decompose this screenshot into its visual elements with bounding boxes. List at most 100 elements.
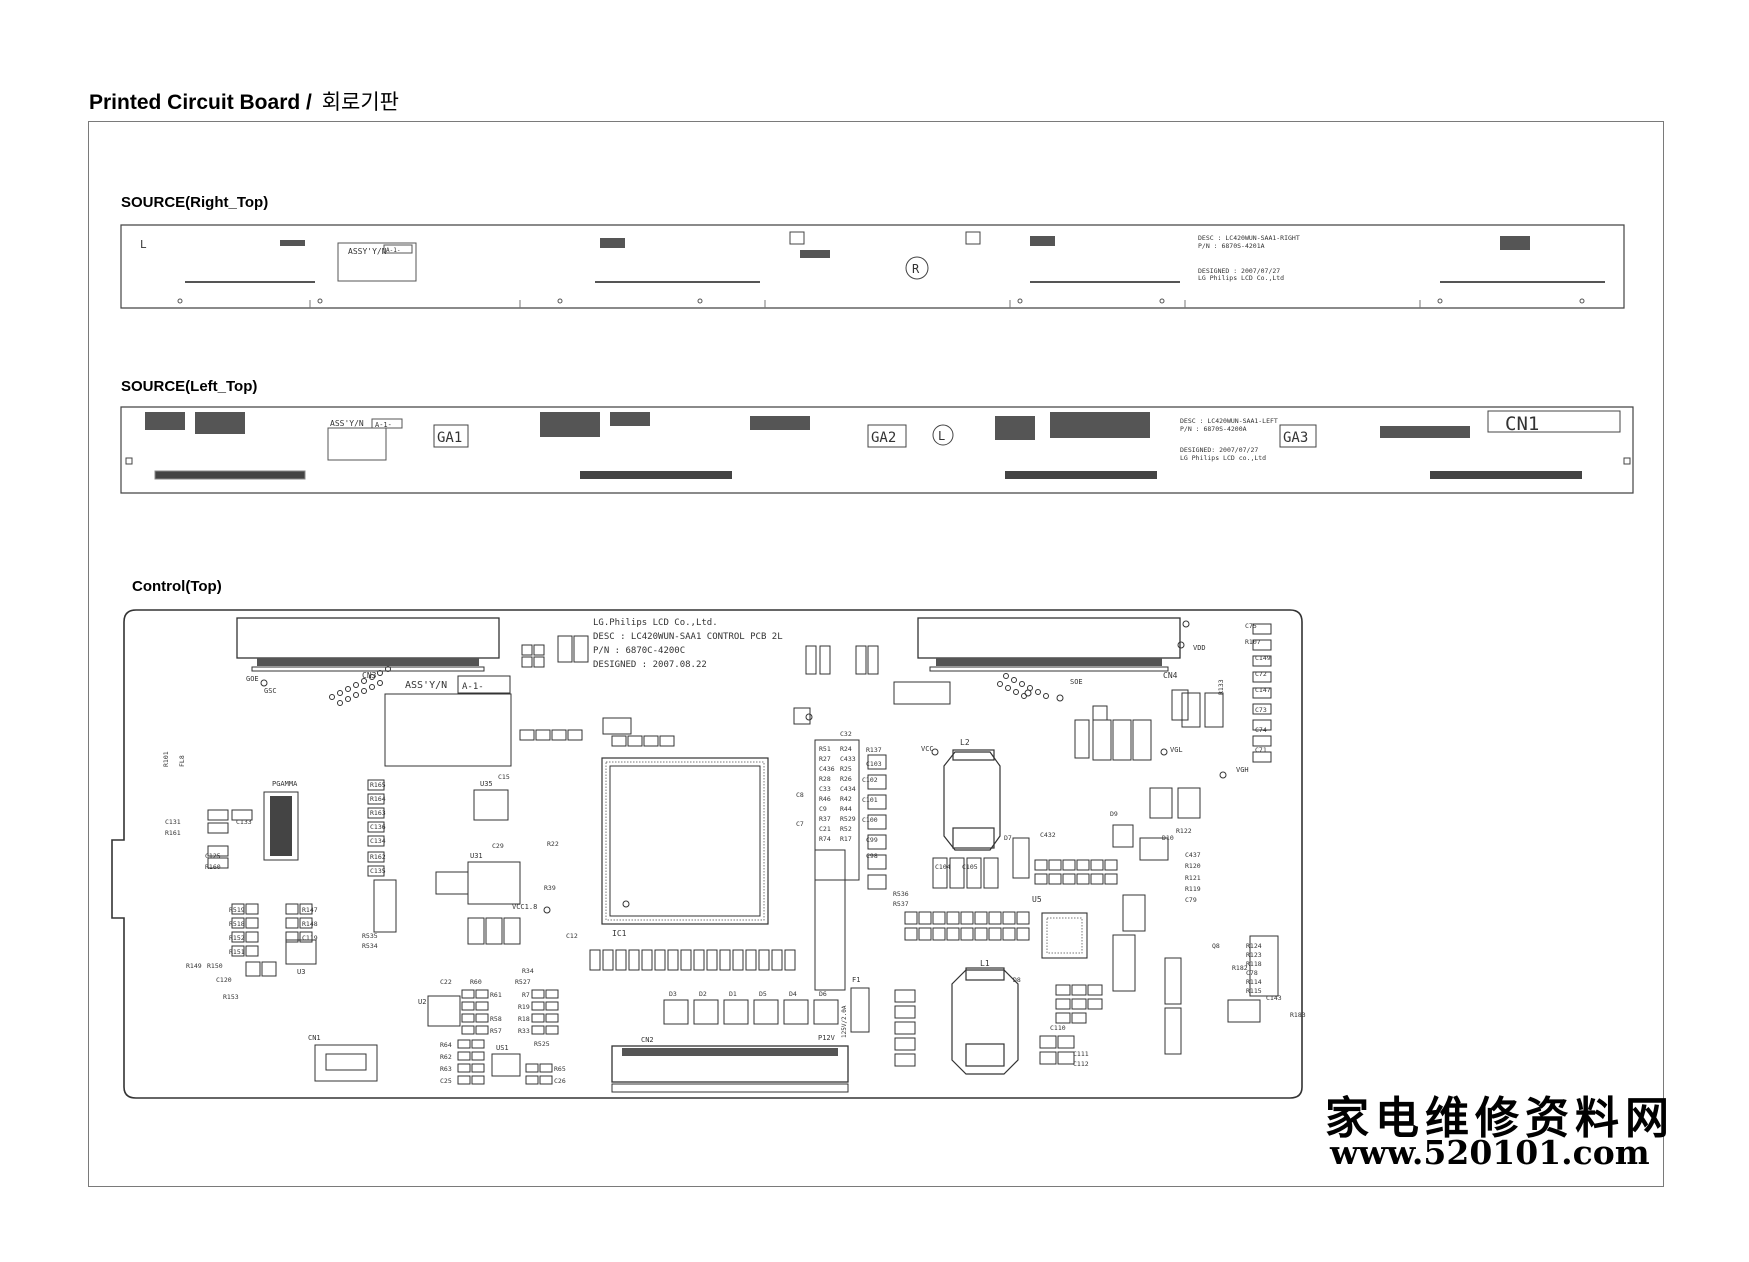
right-component-cluster (280, 240, 305, 246)
pad (377, 670, 383, 676)
f1-label: F1 (852, 976, 860, 984)
u31-chip (467, 861, 521, 905)
left-desc: DESC : LC420WUN-SAA1-LEFT (1180, 417, 1278, 425)
r74-label: R74 (819, 835, 831, 843)
c125-label: C125 (205, 852, 221, 860)
r122-label: R122 (1176, 827, 1192, 835)
pad (1005, 685, 1011, 691)
d10-label: D10 (1162, 834, 1174, 842)
l1-inductor (951, 967, 1019, 1075)
d3-label: D3 (669, 990, 677, 998)
left-component-cluster (750, 416, 810, 430)
drawing-frame (88, 121, 1664, 1187)
d2-label: D2 (699, 990, 707, 998)
left-component-cluster (145, 412, 185, 430)
left-designed: DESIGNED: 2007/07/27 (1180, 446, 1258, 454)
c119-label: C119 (302, 934, 318, 942)
left-component-cluster (995, 416, 1035, 440)
d9-label: D9 (1110, 810, 1118, 818)
right-component-cluster (1030, 236, 1055, 246)
r183-label: R183 (1290, 1011, 1306, 1019)
r28-label: R28 (819, 775, 831, 783)
c79-label: C79 (1185, 896, 1197, 904)
right-assy-value-box (383, 244, 413, 254)
pad (361, 688, 367, 694)
ga3-label: GA3 (1283, 430, 1308, 446)
right-fiducial-label: R (912, 262, 920, 276)
pad (1003, 673, 1009, 679)
passive-grid-right (1092, 623, 1279, 1055)
r133-label: R133 (1217, 679, 1225, 695)
r123-label: R123 (1246, 951, 1262, 959)
r101-label: R101 (162, 751, 170, 767)
c9-label: C9 (819, 805, 827, 813)
vgl-label: VGL (1170, 746, 1183, 754)
c29-label: C29 (492, 842, 504, 850)
p12v-label: P12V (818, 1034, 836, 1042)
left-connector (1430, 471, 1582, 479)
left-pn: P/N : 6870S-4200A (1180, 425, 1247, 433)
test-point (1056, 694, 1064, 702)
c15-label: C15 (498, 773, 510, 781)
r149-label: R149 (186, 962, 202, 970)
pad (1021, 693, 1027, 699)
control-assy-value-box (457, 675, 511, 694)
test-point (1219, 771, 1227, 779)
left-corner-mark (125, 457, 133, 465)
left-component-cluster (1050, 412, 1150, 438)
d8-label: D8 (1013, 976, 1021, 984)
r39-label: R39 (544, 884, 556, 892)
u3-label: U3 (297, 968, 305, 976)
r120-label: R120 (1185, 862, 1201, 870)
right-component-cluster (800, 250, 830, 258)
pad (1019, 681, 1025, 687)
ic1-label: IC1 (612, 929, 627, 938)
r107-label: R107 (1245, 638, 1261, 646)
right-desc: DESC : LC420WUN-SAA1-RIGHT (1198, 234, 1300, 242)
section-label-right-top: SOURCE(Right_Top) (121, 194, 269, 211)
u3-chip (285, 939, 317, 965)
r63-label: R63 (440, 1065, 452, 1073)
section-label-left-top: SOURCE(Left_Top) (121, 378, 258, 395)
right-assy-value: A-1- (386, 247, 400, 254)
pad (361, 678, 367, 684)
c133-label: C133 (236, 818, 252, 826)
us1-label: US1 (496, 1044, 509, 1052)
left-assy-value-box (371, 418, 403, 429)
mount-hole (177, 298, 183, 304)
r57-label: R57 (490, 1027, 502, 1035)
left-fiducial (932, 424, 954, 446)
r60-label: R60 (470, 978, 482, 986)
r534-label: R534 (362, 942, 378, 950)
u35-label: U35 (480, 780, 493, 788)
source-right-board: L ASSY'Y/N A-1- R DESC : LC420WUN-SAA1-R… (120, 224, 1625, 309)
q8-label: Q8 (1212, 942, 1220, 950)
r535-label: R535 (362, 932, 378, 940)
r24-label: R24 (840, 745, 852, 753)
left-connector-outline (154, 470, 306, 480)
pgamma-label: PGAMMA (272, 780, 298, 788)
mount-hole (1579, 298, 1585, 304)
pad (337, 690, 343, 696)
left-component-cluster (610, 412, 650, 426)
c32-label: C32 (840, 730, 852, 738)
watermark-url: www.520101.com (1330, 1133, 1650, 1172)
r124-label: R124 (1246, 942, 1262, 950)
d4-label: D4 (789, 990, 797, 998)
left-assy-label: ASS'Y/N (330, 419, 364, 428)
right-assy-label: ASSY'Y/N (348, 247, 387, 256)
r527-label: R527 (515, 978, 531, 986)
right-component-cluster (600, 238, 625, 248)
test-point (260, 679, 268, 687)
r17-label: R17 (840, 835, 852, 843)
u5-chip (1041, 912, 1088, 959)
r148-label: R148 (302, 920, 318, 928)
l2-inductor (943, 749, 1001, 851)
r25-label: R25 (840, 765, 852, 773)
test-point (1177, 641, 1185, 649)
right-ic-outline (965, 231, 981, 245)
c437-label: C437 (1185, 851, 1201, 859)
control-assy-pad (384, 693, 512, 767)
vdd-label: VDD (1193, 644, 1206, 652)
